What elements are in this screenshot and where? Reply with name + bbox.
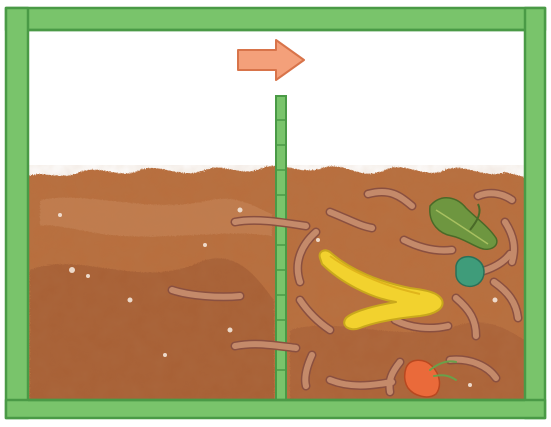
divider-post xyxy=(276,96,286,402)
green-scrap xyxy=(456,257,484,287)
